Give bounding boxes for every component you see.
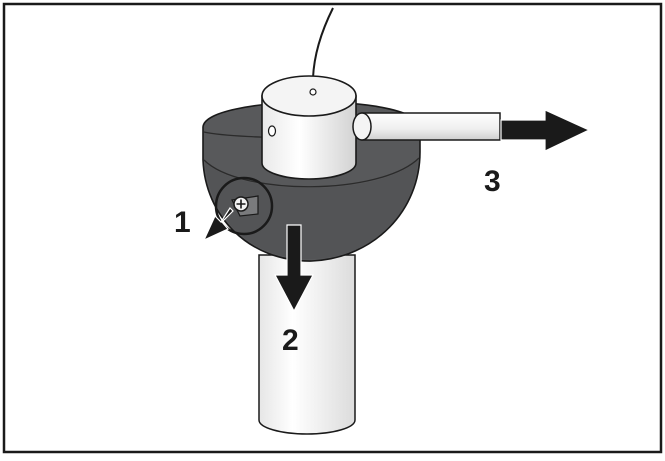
cap-top-face <box>261 75 357 117</box>
horizontal-rod <box>352 112 501 141</box>
step-label-2: 2 <box>282 324 299 357</box>
top-cap <box>261 75 357 180</box>
callout-circle <box>214 176 274 236</box>
cap-side-hole <box>267 125 277 137</box>
arrow-3-icon <box>500 109 591 152</box>
housing-rim <box>203 157 420 188</box>
housing-shade <box>205 160 418 260</box>
step-label-1: 1 <box>174 206 191 239</box>
arrow-1-icon <box>202 207 234 242</box>
cap-hole-icon <box>309 88 317 96</box>
lower-tube <box>258 254 356 435</box>
step-label-3: 3 <box>484 165 501 198</box>
cable <box>312 7 334 79</box>
arrow-2-icon <box>274 224 314 313</box>
screw-callout <box>214 176 274 236</box>
